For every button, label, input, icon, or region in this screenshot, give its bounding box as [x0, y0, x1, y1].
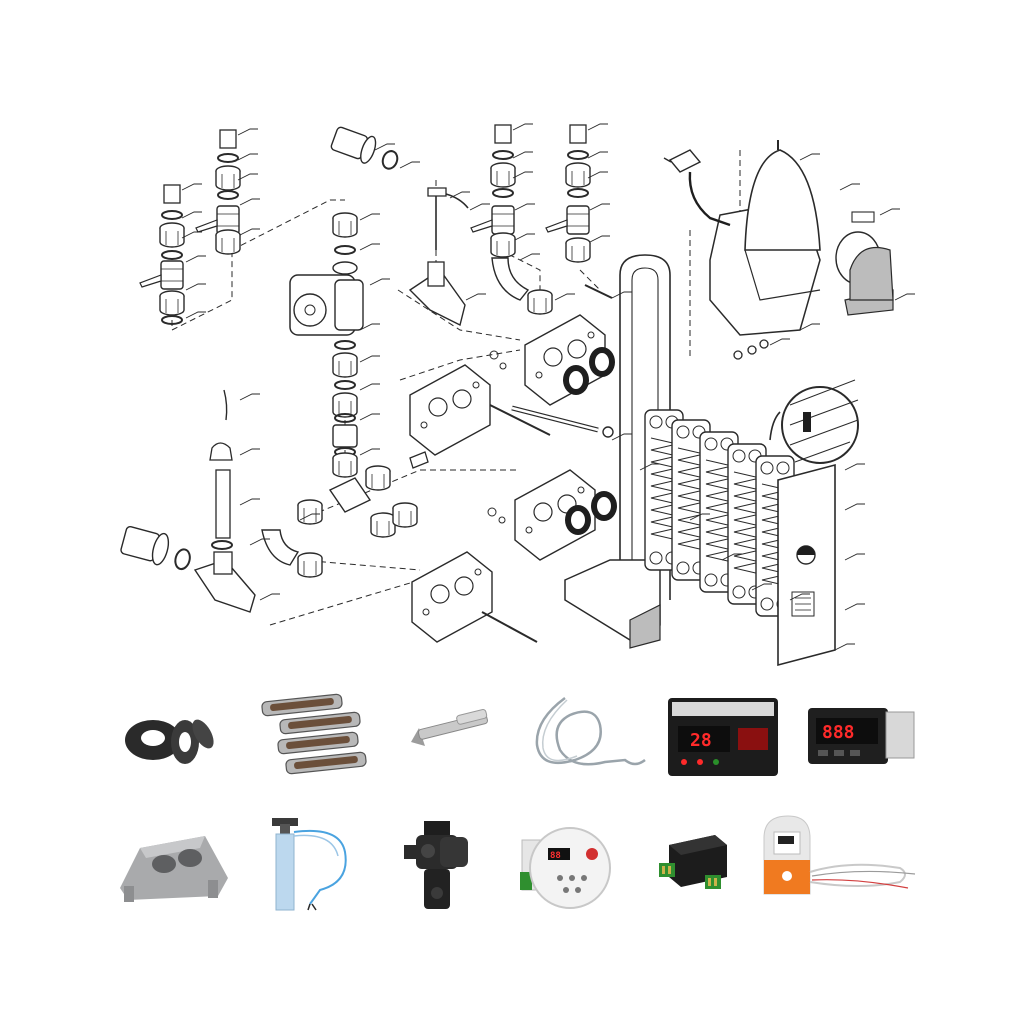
- leader-line: [359, 213, 380, 221]
- leader-line: [587, 123, 608, 131]
- leader-line: [237, 173, 258, 181]
- leader-line: [185, 311, 206, 319]
- leader-line: [519, 253, 540, 261]
- leader-line: [359, 383, 380, 391]
- thermostat-display-readout: 888: [822, 722, 855, 743]
- leader-line: [839, 183, 860, 191]
- leader-line: [799, 323, 820, 331]
- leader-line: [514, 233, 535, 241]
- leader-line: [769, 338, 790, 346]
- end-block-icon: [110, 818, 240, 918]
- circulation-pump-icon: [380, 815, 510, 915]
- leader-line: [239, 393, 260, 401]
- leader-line: [799, 153, 820, 161]
- sensor-probe-icon: [250, 812, 380, 912]
- leader-line: [359, 243, 380, 251]
- lower-fittings: [261, 451, 429, 578]
- leader-line: [844, 603, 865, 611]
- leader-line: [399, 161, 420, 169]
- lower-union-fitting: [120, 525, 191, 571]
- leader-line: [512, 171, 533, 179]
- leader-line: [512, 123, 533, 131]
- lower-sensor-tee: [193, 389, 256, 613]
- tie-rod: [487, 350, 614, 524]
- sensor-cable-icon: [525, 690, 655, 790]
- detail-callout: [769, 379, 859, 464]
- svg-text:88: 88: [550, 851, 561, 861]
- leader-line: [469, 203, 490, 211]
- leader-line: [721, 553, 742, 561]
- leader-line: [587, 171, 608, 179]
- leader-line: [185, 283, 206, 291]
- gasket-rings-icon: [105, 690, 235, 790]
- leader-line: [751, 583, 772, 591]
- flange-lower-left: [411, 551, 538, 643]
- leader-line: [834, 643, 855, 651]
- leader-line: [239, 198, 260, 206]
- leader-line: [894, 293, 915, 301]
- control-box-diagram: [709, 140, 894, 360]
- leader-line: [689, 513, 710, 521]
- relay-module-icon: [645, 815, 775, 915]
- leader-line: [587, 151, 608, 159]
- leader-line: [611, 433, 632, 441]
- left-valve-assembly: [139, 184, 185, 325]
- power-plug: [663, 149, 731, 227]
- leader-line: [359, 413, 380, 421]
- elbow-fitting: [491, 257, 613, 315]
- digital-thermostat-icon: 888: [800, 690, 930, 790]
- leader-line: [611, 291, 632, 299]
- leader-line: [239, 498, 260, 506]
- left-valve-assembly-2: [195, 129, 241, 255]
- exchanger-plates-icon: [250, 690, 380, 790]
- leader-line: [239, 448, 260, 456]
- leader-line: [237, 153, 258, 161]
- leader-line: [181, 211, 202, 219]
- round-controller-icon: 88: [512, 820, 642, 920]
- leader-line: [359, 448, 380, 456]
- controller-display-readout: 28: [690, 730, 712, 751]
- pump-diagram: [289, 212, 364, 478]
- leader-line: [844, 463, 865, 471]
- leader-line: [249, 538, 270, 546]
- leader-line: [465, 293, 486, 301]
- leader-line: [237, 128, 258, 136]
- leader-line: [844, 503, 865, 511]
- leader-line: [589, 235, 610, 243]
- leader-line: [185, 255, 206, 263]
- leader-line: [259, 593, 280, 601]
- tie-rod-bolt-icon: [395, 690, 525, 790]
- leader-line: [239, 228, 260, 236]
- leader-line: [374, 143, 395, 151]
- leader-line: [449, 191, 470, 199]
- end-cover-plate: [777, 463, 836, 667]
- leader-lines: [181, 123, 915, 651]
- leader-line: [514, 203, 535, 211]
- leader-line: [639, 463, 660, 471]
- leader-line: [554, 293, 575, 301]
- leader-line: [181, 183, 202, 191]
- leader-line: [299, 513, 320, 521]
- leader-line: [359, 355, 380, 363]
- exploded-parts-diagram: [120, 123, 915, 667]
- leader-line: [789, 593, 810, 601]
- leader-line: [369, 278, 390, 286]
- leader-line: [512, 151, 533, 159]
- leader-line: [181, 231, 202, 239]
- right-valve-assembly: [545, 124, 591, 263]
- center-valve-assembly: [470, 124, 516, 258]
- union-fitting: [330, 126, 399, 170]
- leader-line: [359, 323, 380, 331]
- flange-upper-left: [409, 364, 551, 456]
- dosing-controller-icon: [760, 808, 920, 908]
- sensor-tee: [408, 187, 469, 327]
- leader-line: [589, 203, 610, 211]
- leader-line: [879, 208, 900, 216]
- leader-line: [844, 553, 865, 561]
- digital-controller-icon: 28: [660, 690, 790, 790]
